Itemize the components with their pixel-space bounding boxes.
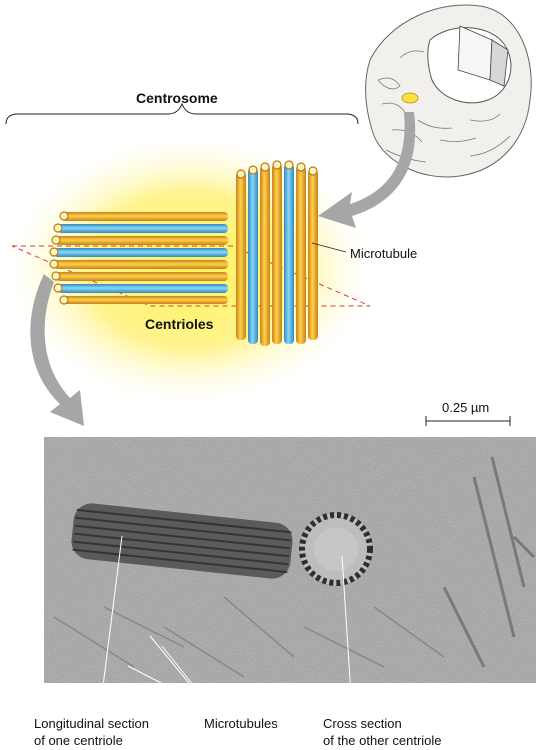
leader-microtubule-1: [149, 635, 209, 707]
arrow-to-micrograph: [30, 274, 84, 426]
microtubule-label: Microtubule: [350, 246, 418, 261]
cross-section-label-line1: Cross section: [323, 716, 402, 731]
scale-bar-label: 0.25 µm: [442, 400, 490, 415]
centrioles-label: Centrioles: [145, 316, 214, 332]
leader-longitudinal: [99, 535, 123, 711]
horizontal-centriole: [49, 211, 228, 305]
arrow-cell-to-centrosome: [318, 112, 416, 228]
micrograph-cross-section: [299, 512, 373, 586]
microtubule-leader: [311, 242, 347, 253]
centrosome-bracket: [5, 102, 359, 125]
electron-micrograph: [44, 437, 536, 683]
leader-microtubule-3: [127, 665, 207, 707]
microtubules-label: Microtubules: [204, 716, 278, 731]
leader-microtubule-2: [161, 645, 211, 707]
longitudinal-label-line1: Longitudinal section: [34, 716, 149, 731]
cross-section-label-line2: of the other centriole: [323, 733, 442, 748]
scale-bar: [425, 416, 511, 426]
vertical-centriole: [236, 160, 318, 346]
micrograph-longitudinal-centriole: [71, 503, 293, 579]
centrosome-label: Centrosome: [136, 90, 218, 106]
longitudinal-label-line2: of one centriole: [34, 733, 123, 748]
leader-cross-section: [341, 555, 353, 711]
